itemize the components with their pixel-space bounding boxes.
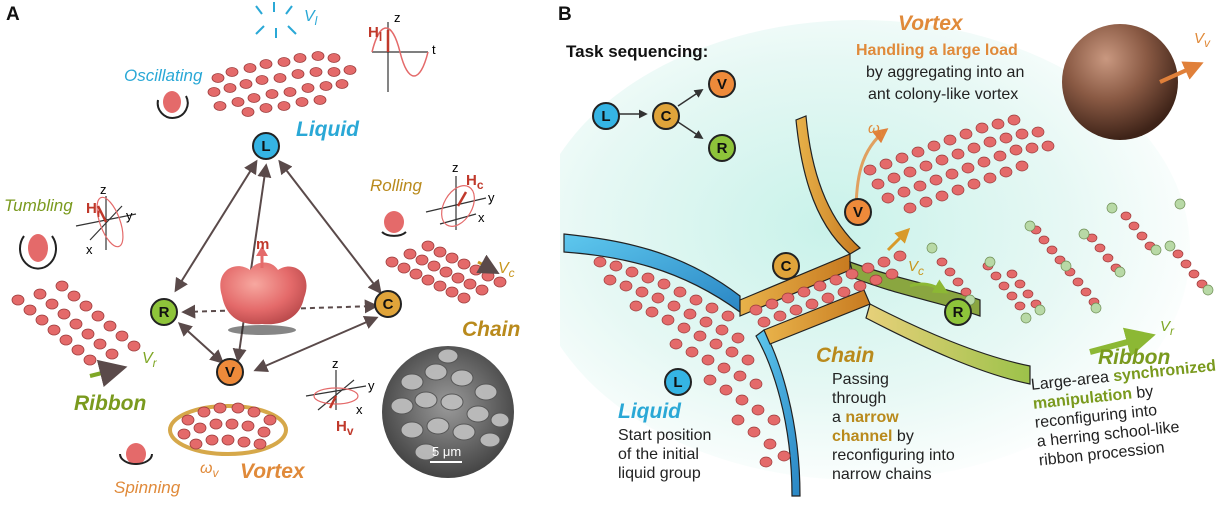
omega-vortex-label: ωv <box>200 460 219 481</box>
ribbon-title: Ribbon <box>1098 346 1171 369</box>
axis-z-chain: z <box>452 160 459 175</box>
task-sequencing-title: Task sequencing: <box>566 42 709 61</box>
axis-z-liquid: z <box>394 10 401 25</box>
scene-node-liquid: L <box>664 368 692 396</box>
axis-y-chain: y <box>488 190 495 205</box>
ribbon-velocity-label: Vr <box>1160 318 1175 338</box>
scene-node-vortex: V <box>844 198 872 226</box>
vortex-title: Vortex <box>898 12 963 35</box>
axis-y-ribbon: y <box>126 208 133 223</box>
field-ribbon-label: Hr <box>86 200 102 220</box>
panel-b-letter: B <box>558 4 572 25</box>
spinning-label: Spinning <box>114 478 181 497</box>
chain-title: Chain <box>816 344 875 367</box>
vortex-velocity-label: Vv <box>1194 30 1211 50</box>
seq-node-liquid: L <box>592 102 620 130</box>
node-chain: C <box>374 290 402 318</box>
sem-scale-bar-label: 5 μm <box>432 444 462 459</box>
vortex-line-3: ant colony-like vortex <box>868 86 1019 103</box>
magnetic-moment-label: m <box>256 236 270 253</box>
axis-z-ribbon: z <box>100 182 107 197</box>
axis-z-vortex: z <box>332 356 339 371</box>
vortex-omega-label: ωv <box>868 120 886 140</box>
node-ribbon: R <box>150 298 178 326</box>
chain-velocity-label: Vc <box>908 258 925 278</box>
scene-node-chain: C <box>772 252 800 280</box>
oscillating-label: Oscillating <box>124 66 203 85</box>
scene-node-ribbon: R <box>944 298 972 326</box>
seq-node-vortex: V <box>708 70 736 98</box>
chain-description: Passing through a narrow channel by reco… <box>832 371 955 483</box>
vortex-line-2: by aggregating into an <box>866 64 1025 81</box>
rolling-label: Rolling <box>370 176 422 195</box>
axis-t-liquid: t <box>432 42 436 57</box>
field-liquid-label: Hl <box>368 24 383 44</box>
panel-a-graph-arrows <box>11 2 514 478</box>
seq-node-chain: C <box>652 102 680 130</box>
tumbling-label: Tumbling <box>4 196 73 215</box>
velocity-liquid-label: Vl <box>304 8 318 29</box>
velocity-chain-label: Vc <box>498 260 515 281</box>
ribbon-group-label: Ribbon <box>74 392 147 415</box>
liquid-description: Start position of the initial liquid gro… <box>618 427 712 482</box>
vortex-group-label: Vortex <box>240 460 305 483</box>
liquid-title: Liquid <box>618 400 681 423</box>
field-vortex-label: Hv <box>336 418 354 438</box>
ribbon-description: Large-area synchronized manipulation by … <box>1030 357 1217 470</box>
axis-x-chain: x <box>478 210 485 225</box>
axis-x-ribbon: x <box>86 242 93 257</box>
velocity-ribbon-label: Vr <box>142 350 157 371</box>
seq-node-ribbon: R <box>708 134 736 162</box>
chain-group-label: Chain <box>462 318 521 341</box>
field-chain-label: Hc <box>466 172 484 192</box>
node-vortex: V <box>216 358 244 386</box>
vortex-line-1: Handling a large load <box>856 42 1018 59</box>
liquid-group-label: Liquid <box>296 118 359 141</box>
panel-a-letter: A <box>6 4 20 25</box>
axis-x-vortex: x <box>356 402 363 417</box>
node-liquid: L <box>252 132 280 160</box>
axis-y-vortex: y <box>368 378 375 393</box>
